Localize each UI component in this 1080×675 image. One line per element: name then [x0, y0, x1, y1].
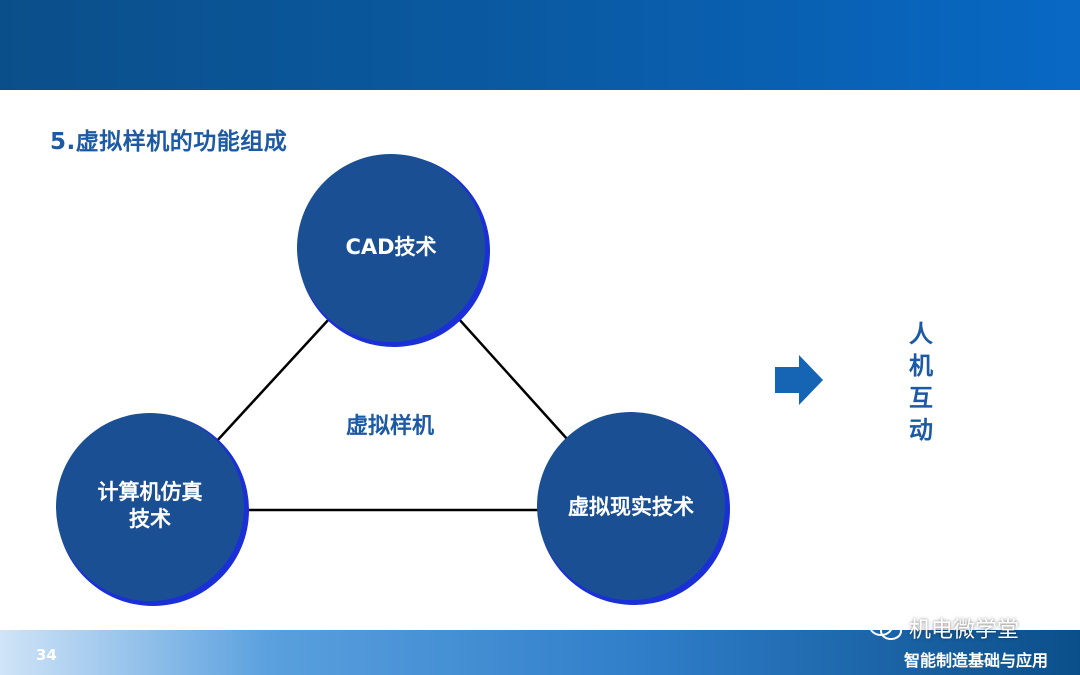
result-vertical-text: 人 机 互 动: [906, 318, 936, 446]
node-simulation-label: 计算机仿真 技术: [70, 479, 230, 533]
node-cad: [297, 154, 485, 342]
node-simulation-label-line1: 计算机仿真: [97, 480, 203, 504]
slide-title: 5.虚拟样机的功能组成: [50, 129, 288, 155]
edge-top-left: [214, 317, 331, 444]
page-number: 34: [36, 646, 57, 664]
footer-subtitle: 智能制造基础与应用: [904, 651, 1049, 670]
top-banner: [0, 0, 1080, 90]
node-vr: [537, 412, 725, 600]
node-simulation-label-line2: 技术: [129, 507, 171, 531]
center-label: 虚拟样机: [345, 414, 434, 439]
node-cad-label: CAD技术: [345, 235, 437, 259]
arrow-right-icon: [775, 355, 823, 405]
node-vr-label: 虚拟现实技术: [568, 495, 694, 519]
wechat-icon: [869, 616, 902, 640]
result-char-4: 动: [909, 416, 933, 444]
footer-bar: [0, 630, 1080, 675]
watermark-name: 机电微学堂: [909, 618, 1020, 643]
result-char-2: 机: [909, 352, 933, 380]
result-char-1: 人: [909, 320, 933, 348]
node-simulation: [56, 413, 244, 601]
edge-top-right: [457, 317, 569, 441]
result-char-3: 互: [909, 384, 933, 412]
